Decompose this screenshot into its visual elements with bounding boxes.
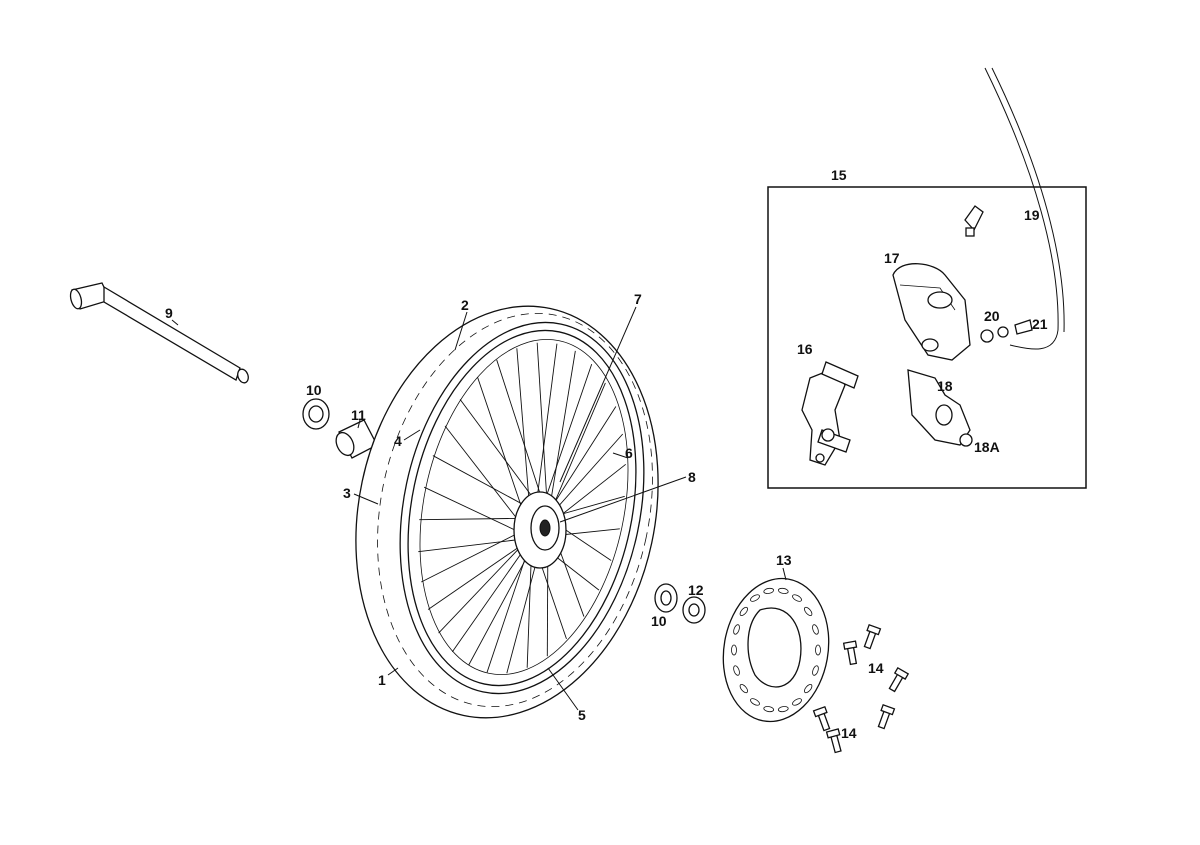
disc-hole	[733, 624, 740, 635]
callout-18A: 18A	[974, 439, 1000, 455]
disc-hole	[750, 594, 760, 602]
disc-hole	[739, 684, 748, 694]
oil-seal-left	[302, 398, 330, 430]
bearing	[682, 596, 706, 624]
callout-8: 8	[688, 469, 696, 485]
callout-21: 21	[1032, 316, 1048, 332]
callout-11: 11	[351, 407, 366, 423]
callout-17: 17	[884, 250, 900, 266]
disc-hole	[777, 706, 789, 713]
disc-hole	[731, 644, 737, 656]
caliper-bracket	[801, 361, 859, 466]
disc-hole	[792, 594, 802, 602]
callout-13: 13	[776, 552, 792, 568]
disc-hole	[804, 606, 813, 616]
disc-hole	[812, 665, 819, 676]
callout-4: 4	[394, 433, 402, 449]
disc-hole	[739, 606, 748, 616]
callout-6: 6	[625, 445, 633, 461]
callout-9: 9	[165, 305, 173, 321]
spoke	[536, 342, 549, 519]
disc-hole	[733, 665, 740, 676]
leader-lines	[171, 306, 787, 711]
spoke	[451, 537, 533, 653]
disc-hole	[792, 698, 802, 706]
disc-hole	[750, 698, 760, 706]
axle	[69, 282, 249, 384]
disc-hole	[763, 706, 775, 713]
callout-10-right: 10	[651, 613, 667, 629]
callout-18: 18	[937, 378, 953, 394]
callout-15: 15	[831, 167, 847, 183]
disc-hole	[777, 587, 789, 594]
brake-caliper	[892, 263, 971, 361]
callout-3: 3	[343, 485, 351, 501]
callout-14-lower: 14	[841, 725, 857, 741]
oil-seal-right	[654, 583, 678, 613]
hub	[513, 491, 567, 569]
disc-hole	[812, 624, 819, 635]
callout-16: 16	[797, 341, 813, 357]
brake-pads	[907, 369, 973, 447]
callout-10-left: 10	[306, 382, 322, 398]
spoke	[418, 537, 533, 553]
bleed-screw	[964, 205, 984, 237]
spoke	[427, 537, 533, 610]
callout-7: 7	[634, 291, 642, 307]
spoke	[547, 350, 576, 519]
brake-disc	[722, 577, 830, 723]
disc-bolts	[812, 623, 910, 754]
banjo-bolt	[980, 319, 1033, 343]
disc-hole	[804, 684, 813, 694]
disc-hole	[763, 587, 775, 594]
callout-12: 12	[688, 582, 704, 598]
spoke	[547, 382, 606, 519]
spoke	[547, 433, 624, 519]
callout-1: 1	[378, 672, 386, 688]
callouts: 1 2 3 4 5 6 7 8 9 10 11 10 12 13 14 14 1…	[165, 167, 1048, 741]
caliper-assembly-box	[767, 186, 1087, 489]
callout-20: 20	[984, 308, 1000, 324]
callout-19: 19	[1024, 207, 1040, 223]
callout-2: 2	[461, 297, 469, 313]
disc-hole	[815, 644, 821, 656]
callout-5: 5	[578, 707, 586, 723]
callout-14-upper: 14	[868, 660, 884, 676]
brake-hose	[984, 67, 1065, 350]
